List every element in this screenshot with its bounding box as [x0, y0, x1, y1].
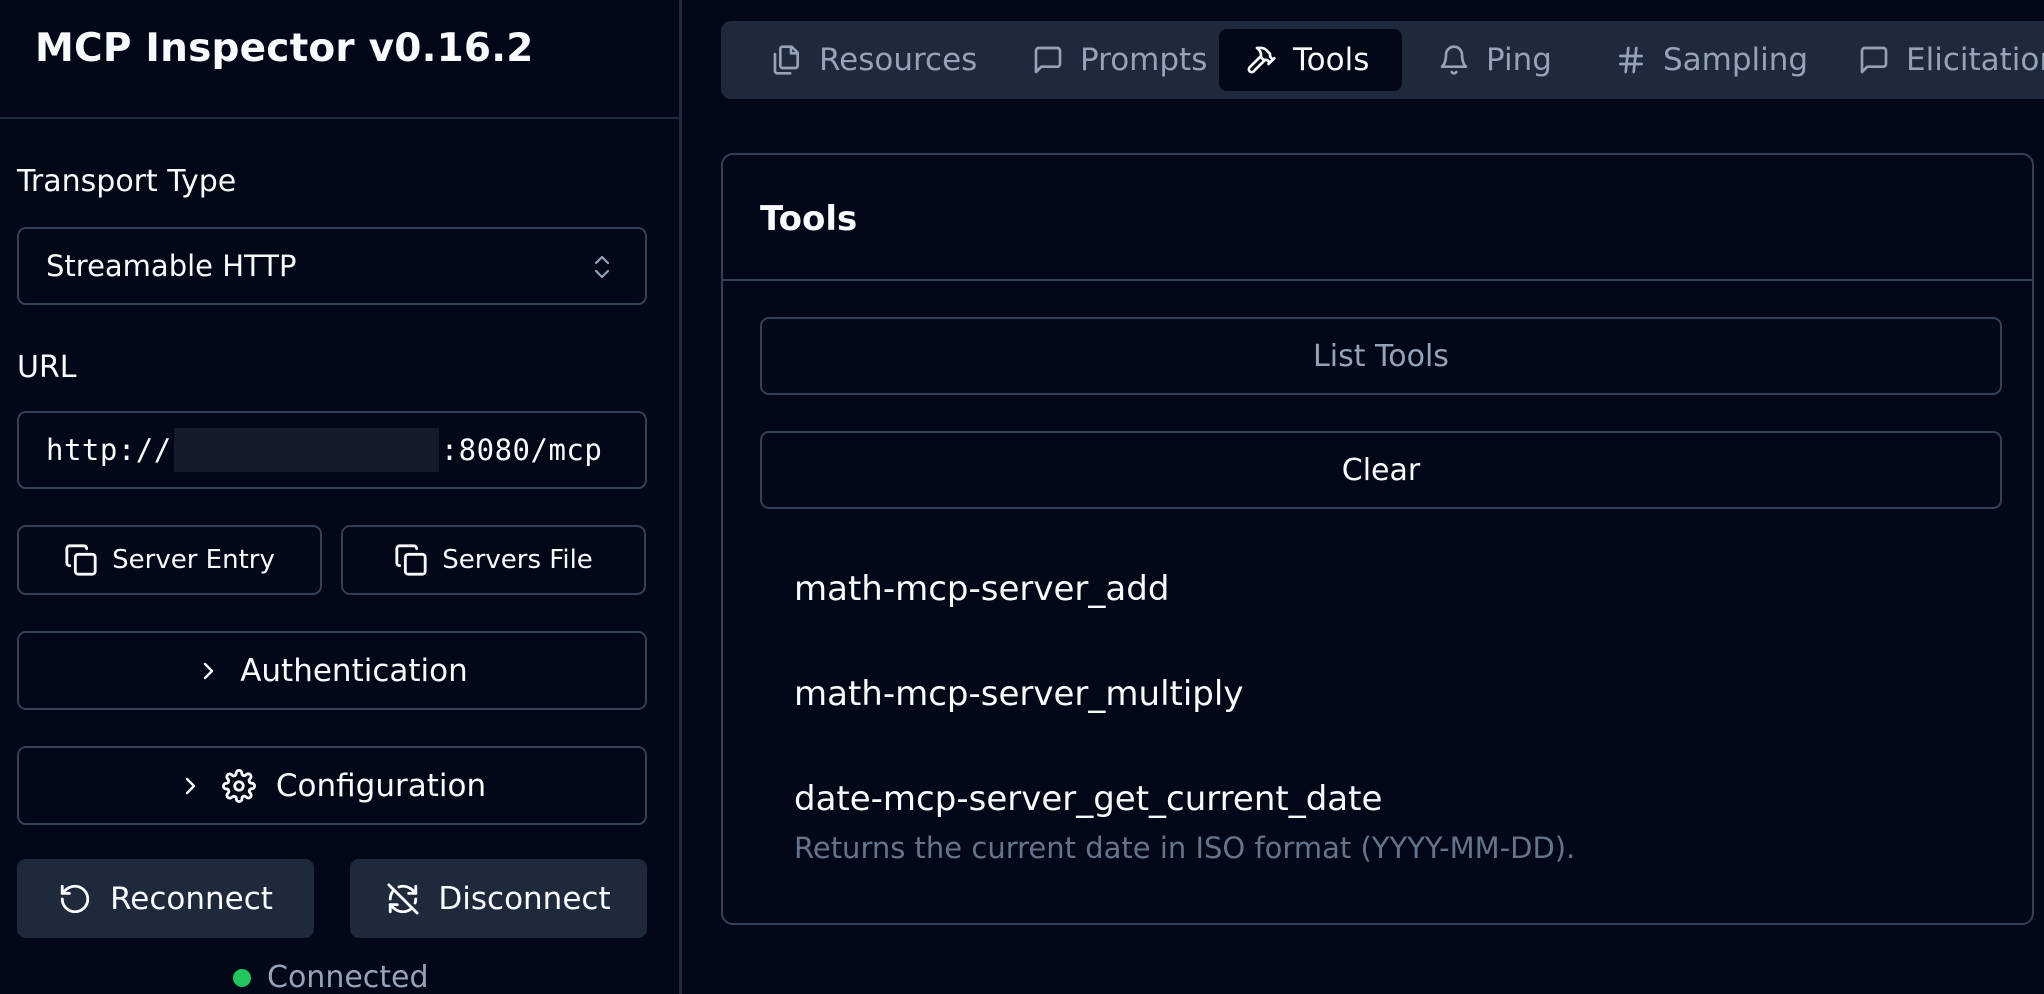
- hammer-icon: [1247, 46, 1276, 74]
- tool-item[interactable]: date-mcp-server_get_current_date: [794, 779, 1383, 819]
- url-suffix: :8080/mcp: [440, 433, 603, 467]
- tab-prompts[interactable]: Prompts: [1014, 29, 1225, 91]
- servers-file-label: Servers File: [442, 545, 593, 575]
- tab-label: Sampling: [1663, 42, 1809, 78]
- status-dot: [233, 968, 251, 987]
- files-icon: [773, 45, 799, 75]
- panel-header: Tools: [723, 155, 2032, 281]
- server-entry-button[interactable]: Server Entry: [17, 525, 322, 595]
- hash-icon: [1619, 46, 1643, 74]
- disconnect-label: Disconnect: [438, 880, 611, 917]
- tab-label: Tools: [1293, 42, 1370, 78]
- disconnect-button[interactable]: Disconnect: [350, 859, 647, 938]
- list-tools-label: List Tools: [1313, 338, 1449, 374]
- tool-description: Returns the current date in ISO format (…: [794, 831, 1576, 865]
- transport-type-select[interactable]: Streamable HTTP: [17, 227, 647, 305]
- connection-status: Connected: [233, 960, 429, 994]
- tool-item[interactable]: math-mcp-server_multiply: [794, 674, 1244, 714]
- authentication-label: Authentication: [240, 652, 468, 689]
- url-input[interactable]: http:// :8080/mcp: [17, 411, 647, 489]
- panel-title: Tools: [760, 199, 858, 239]
- tab-sampling[interactable]: Sampling: [1597, 29, 1826, 91]
- sidebar: MCP Inspector v0.16.2 Transport Type Str…: [0, 0, 682, 994]
- reconnect-button[interactable]: Reconnect: [17, 859, 314, 938]
- tools-panel: Tools List Tools Clear math-mcp-server_a…: [721, 153, 2034, 925]
- refresh-off-icon: [387, 882, 419, 915]
- chevron-right-icon: [204, 662, 214, 679]
- tab-label: Elicitations: [1906, 42, 2044, 78]
- chevrons-up-down-icon: [594, 255, 610, 279]
- reconnect-label: Reconnect: [110, 880, 273, 917]
- tab-label: Ping: [1486, 42, 1552, 78]
- redacted-host: [173, 428, 439, 472]
- server-entry-label: Server Entry: [112, 545, 275, 575]
- message-square-icon: [1860, 46, 1888, 74]
- transport-type-label: Transport Type: [17, 164, 237, 199]
- clear-button[interactable]: Clear: [760, 431, 2002, 509]
- rotate-ccw-icon: [60, 884, 90, 913]
- message-square-icon: [1034, 46, 1062, 74]
- tab-tools[interactable]: Tools: [1219, 29, 1402, 91]
- servers-file-button[interactable]: Servers File: [341, 525, 646, 595]
- tab-label: Prompts: [1080, 42, 1208, 78]
- configuration-label: Configuration: [275, 767, 487, 804]
- chevron-right-icon: [185, 777, 196, 794]
- tab-elicitations[interactable]: Elicitations: [1840, 29, 2044, 91]
- list-tools-button[interactable]: List Tools: [760, 317, 2002, 395]
- tab-resources[interactable]: Resources: [753, 29, 995, 91]
- tab-label: Resources: [819, 42, 978, 78]
- url-label: URL: [17, 350, 77, 385]
- sidebar-header: MCP Inspector v0.16.2: [0, 0, 679, 119]
- tool-item[interactable]: math-mcp-server_add: [794, 569, 1170, 609]
- status-label: Connected: [267, 960, 429, 994]
- app-title: MCP Inspector v0.16.2: [35, 26, 534, 71]
- clear-label: Clear: [1341, 452, 1421, 488]
- bell-icon: [1440, 45, 1468, 75]
- copy-icon: [65, 544, 97, 576]
- tab-ping[interactable]: Ping: [1420, 29, 1570, 91]
- tab-bar: Resources Prompts Tools Ping: [721, 21, 2044, 99]
- gear-icon: [221, 768, 256, 803]
- url-prefix: http://: [46, 433, 172, 467]
- copy-icon: [395, 544, 427, 576]
- authentication-toggle[interactable]: Authentication: [17, 631, 647, 710]
- configuration-toggle[interactable]: Configuration: [17, 746, 647, 825]
- transport-type-value: Streamable HTTP: [46, 249, 297, 283]
